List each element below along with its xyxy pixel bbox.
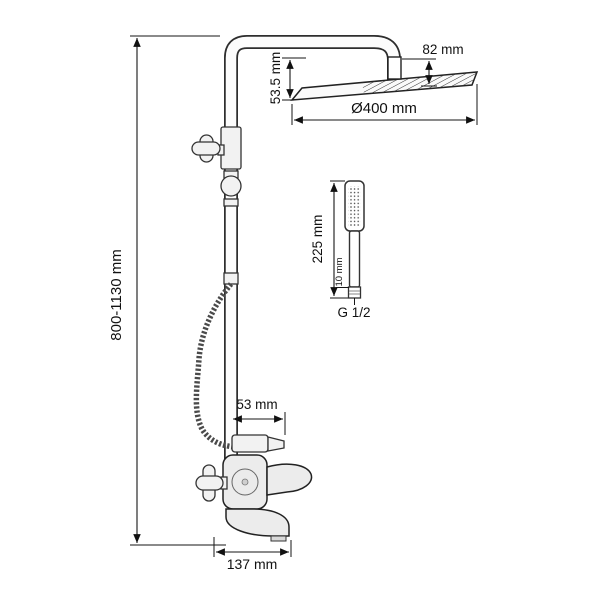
aerator: [270, 535, 287, 542]
bracket-offset-dimension: 53 mm: [233, 397, 286, 435]
hand-shower-spray-face: [348, 186, 361, 227]
spout-length-dimension: 137 mm: [213, 537, 292, 572]
thread-label: G 1/2: [337, 305, 370, 320]
cross-handle: [195, 464, 228, 502]
diverter-knob: [191, 134, 225, 163]
overall-height-label: 800-1130 mm: [108, 249, 125, 340]
mixer-body: [222, 454, 268, 510]
shower-column-pipe: [224, 35, 401, 502]
hose-nut: [223, 272, 239, 285]
hand-shower-length-dimension: 225 mm: [310, 180, 348, 299]
spout-length-label: 137 mm: [227, 556, 278, 572]
overall-height-dimension: 800-1130 mm: [108, 35, 226, 546]
bracket-offset-label: 53 mm: [236, 397, 277, 412]
head-diameter-label: Ø400 mm: [351, 100, 417, 117]
hand-shower: [344, 180, 365, 299]
thread-annotation: G 1/2: [337, 298, 371, 320]
head-offset-label: 53.5 mm: [268, 52, 283, 105]
hose-outlet-stub: [231, 434, 285, 453]
rain-shower-head: [290, 56, 479, 101]
head-connector: [387, 56, 402, 80]
spout: [225, 508, 290, 542]
fitting-length-dimension: 10 mm: [334, 257, 349, 288]
hand-shower-handle: [348, 230, 361, 288]
hand-shower-fitting: [347, 286, 362, 299]
head-diameter-dimension: Ø400 mm: [291, 84, 478, 125]
head-drop-dimension: 82 mm: [402, 42, 464, 87]
fitting-length-label: 10 mm: [334, 257, 345, 286]
swivel-connector: [220, 170, 242, 207]
hand-shower-length-label: 225 mm: [310, 215, 325, 264]
head-drop-label: 82 mm: [422, 42, 463, 57]
mixer-lever-handle: [266, 463, 313, 496]
head-offset-dimension: 53.5 mm: [268, 52, 306, 105]
